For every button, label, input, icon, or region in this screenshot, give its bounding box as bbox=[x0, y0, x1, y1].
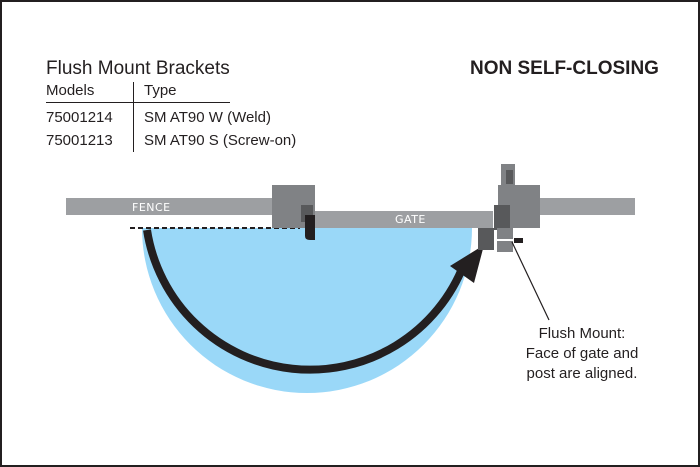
non-self-closing-heading: NON SELF-CLOSING bbox=[470, 58, 659, 79]
post-bar bbox=[537, 198, 635, 215]
column-divider bbox=[133, 82, 134, 152]
fence-bar bbox=[66, 198, 274, 215]
table-cell-model: 75001213 bbox=[46, 132, 113, 149]
latch-lower-bracket bbox=[478, 228, 494, 250]
callout-leader-line bbox=[511, 241, 550, 321]
type-column-header: Type bbox=[144, 82, 177, 99]
table-cell-type: SM AT90 W (Weld) bbox=[144, 109, 271, 126]
hinge-pin bbox=[305, 215, 315, 240]
table-cell-model: 75001214 bbox=[46, 109, 113, 126]
callout-line: Flush Mount: bbox=[538, 325, 626, 342]
gate-bar bbox=[315, 211, 493, 228]
callout-line: post are aligned. bbox=[526, 365, 638, 382]
callout-line: Face of gate and bbox=[525, 345, 639, 362]
models-column-header: Models bbox=[46, 82, 95, 99]
table-cell-type: SM AT90 S (Screw-on) bbox=[144, 132, 297, 149]
swing-arrowhead-icon bbox=[450, 245, 484, 283]
header-underline bbox=[46, 102, 230, 103]
gate-swing-arc bbox=[143, 229, 468, 374]
table-title: Flush Mount Brackets bbox=[46, 58, 230, 79]
latch-knob bbox=[506, 170, 513, 184]
gate-label: GATE bbox=[395, 213, 426, 226]
latch-body bbox=[494, 205, 510, 230]
flush-mount-callout: Flush Mount: Face of gate and post are a… bbox=[502, 324, 662, 384]
latch-pin-end bbox=[514, 238, 523, 243]
fence-label: FENCE bbox=[132, 201, 171, 214]
